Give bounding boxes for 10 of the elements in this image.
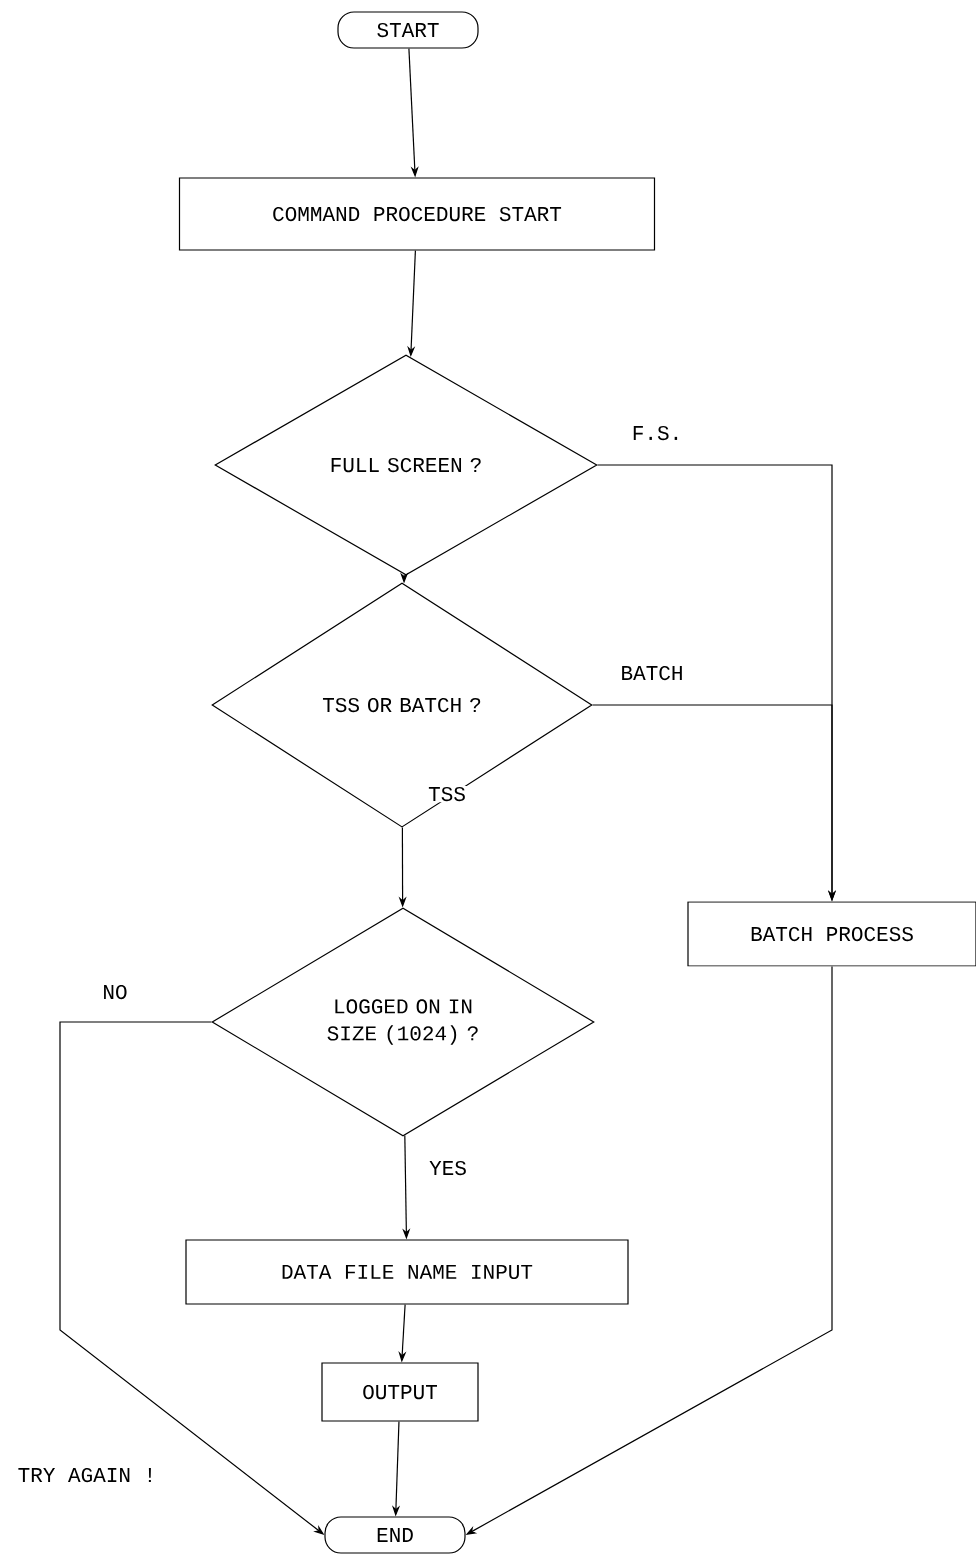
process-box: BATCH PROCESS <box>687 901 976 967</box>
note-text: TRY AGAIN ! <box>18 1467 151 1483</box>
process-box: OUTPUT <box>321 1362 479 1422</box>
edge-label: YES <box>428 1159 468 1177</box>
edge-label: TSS <box>427 785 467 803</box>
edge-label: F.S. <box>630 424 684 442</box>
process-box: COMMAND PROCEDURE START <box>178 177 656 251</box>
edge-label: NO <box>101 983 129 1001</box>
edge-label: BATCH <box>619 664 685 682</box>
process-box: DATA FILE NAME INPUT <box>185 1239 629 1305</box>
